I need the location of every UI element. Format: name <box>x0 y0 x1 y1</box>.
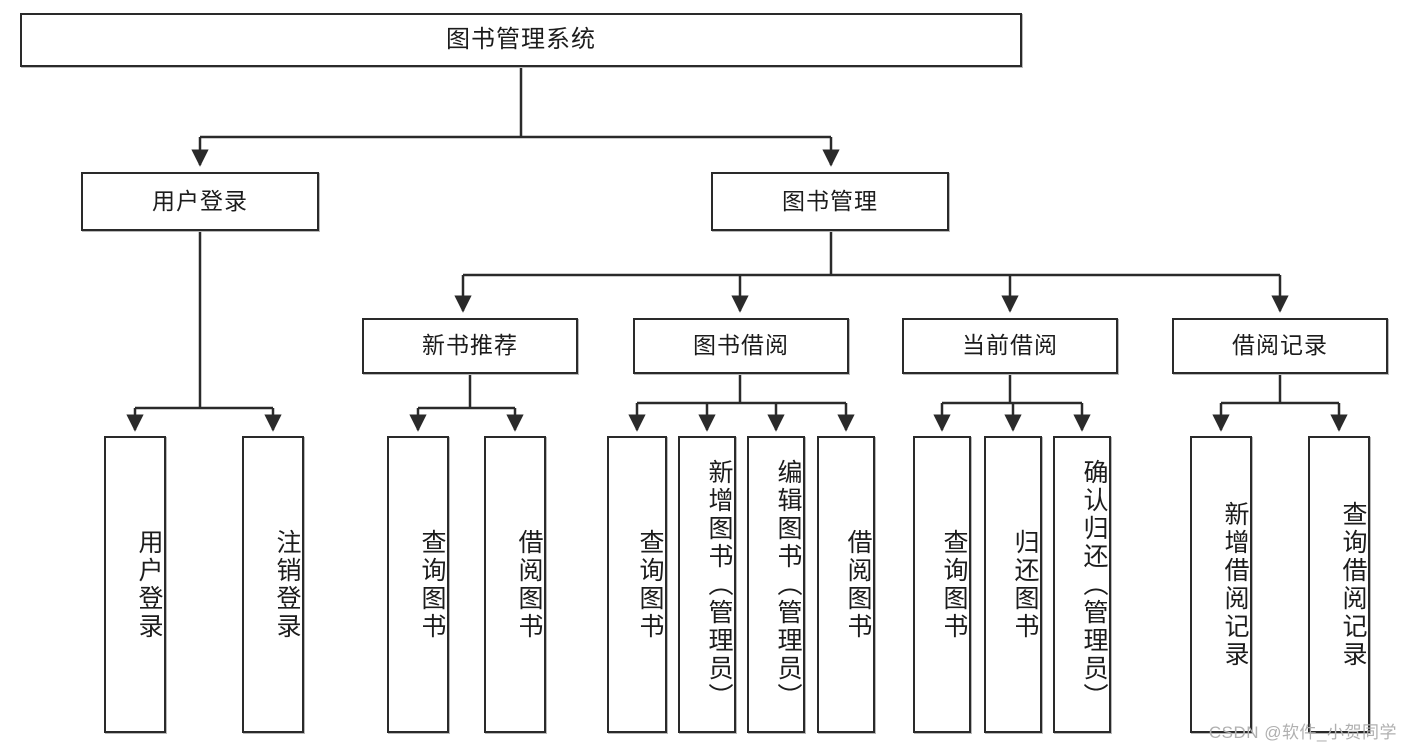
node-label: 用户登录 <box>135 528 163 641</box>
node-label: 图书借阅 <box>693 332 789 359</box>
node-leaf-query-book-borrow[interactable]: 查询图书 <box>607 436 667 733</box>
node-label: 新增图书（管理员） <box>705 458 733 711</box>
node-current-borrow[interactable]: 当前借阅 <box>902 318 1118 374</box>
node-book-borrow[interactable]: 图书借阅 <box>633 318 849 374</box>
node-root-library-system[interactable]: 图书管理系统 <box>20 13 1022 67</box>
node-leaf-borrow-book-newbook[interactable]: 借阅图书 <box>484 436 546 733</box>
node-label: 归还图书 <box>1011 528 1039 641</box>
node-label: 查询借阅记录 <box>1339 500 1367 669</box>
node-label: 借阅图书 <box>515 528 543 641</box>
node-label: 新增借阅记录 <box>1221 500 1249 669</box>
node-leaf-add-book-admin[interactable]: 新增图书（管理员） <box>678 436 736 733</box>
node-borrow-record[interactable]: 借阅记录 <box>1172 318 1388 374</box>
node-label: 编辑图书（管理员） <box>774 458 802 711</box>
node-leaf-query-book-current[interactable]: 查询图书 <box>913 436 971 733</box>
node-leaf-logout[interactable]: 注销登录 <box>242 436 304 733</box>
node-user-login[interactable]: 用户登录 <box>81 172 319 231</box>
node-book-management[interactable]: 图书管理 <box>711 172 949 231</box>
node-label: 用户登录 <box>152 187 248 214</box>
node-label: 注销登录 <box>273 528 301 641</box>
node-leaf-user-login[interactable]: 用户登录 <box>104 436 166 733</box>
node-leaf-edit-book-admin[interactable]: 编辑图书（管理员） <box>747 436 805 733</box>
node-label: 查询图书 <box>940 528 968 641</box>
node-leaf-return-book[interactable]: 归还图书 <box>984 436 1042 733</box>
node-leaf-query-book-newbook[interactable]: 查询图书 <box>387 436 449 733</box>
node-label: 确认归还（管理员） <box>1080 458 1108 711</box>
node-leaf-query-borrow-record[interactable]: 查询借阅记录 <box>1308 436 1370 733</box>
node-label: 图书管理系统 <box>446 25 596 53</box>
node-label: 查询图书 <box>418 528 446 641</box>
node-leaf-borrow-book[interactable]: 借阅图书 <box>817 436 875 733</box>
node-label: 查询图书 <box>636 528 664 641</box>
node-leaf-confirm-return-admin[interactable]: 确认归还（管理员） <box>1053 436 1111 733</box>
node-label: 借阅记录 <box>1232 332 1328 359</box>
node-new-book-recommend[interactable]: 新书推荐 <box>362 318 578 374</box>
node-label: 图书管理 <box>782 187 878 214</box>
node-label: 当前借阅 <box>962 332 1058 359</box>
node-leaf-add-borrow-record[interactable]: 新增借阅记录 <box>1190 436 1252 733</box>
node-label: 借阅图书 <box>844 528 872 641</box>
node-label: 新书推荐 <box>422 332 518 359</box>
